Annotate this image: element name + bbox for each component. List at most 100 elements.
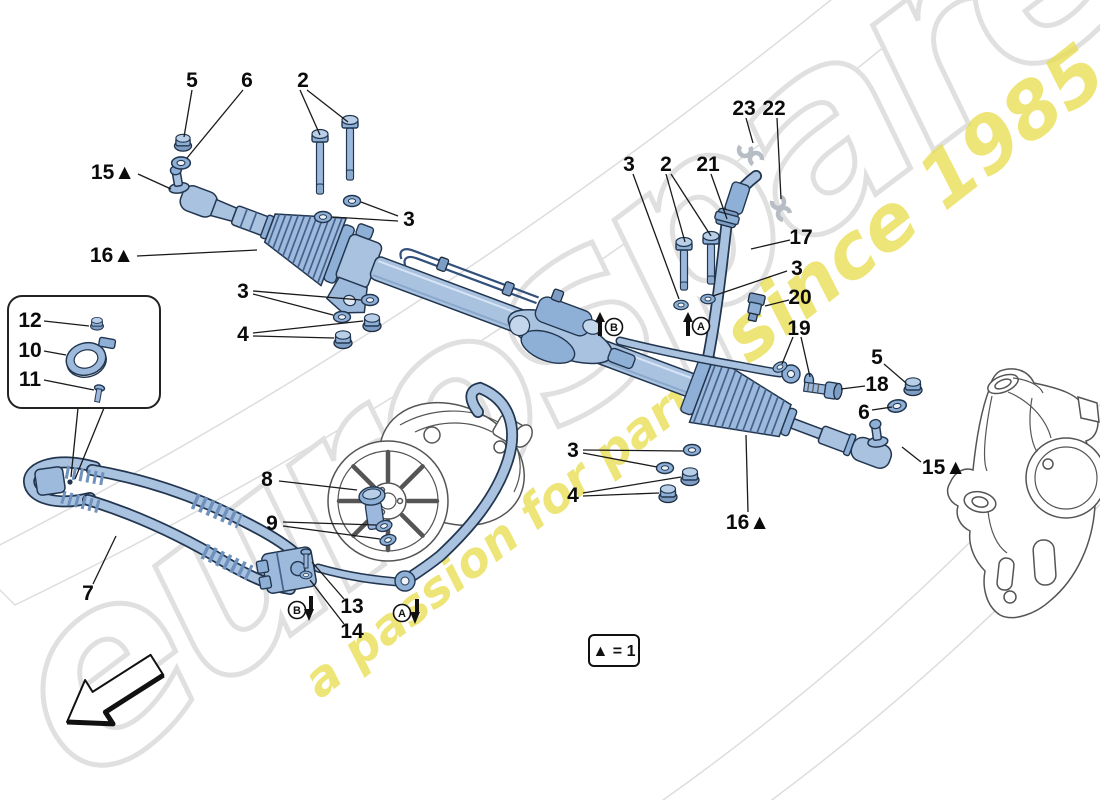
hose-clamp-10 xyxy=(65,336,117,378)
callout-label-4: 4 xyxy=(237,323,249,346)
callout-label-18: 18 xyxy=(865,373,889,396)
legend-box: ▲ = 1 xyxy=(588,634,640,667)
leader-line xyxy=(311,561,345,600)
flow-marker-hose-b: B xyxy=(287,596,314,621)
power-steering-pump xyxy=(327,401,533,562)
leader-line xyxy=(764,299,790,307)
direction-arrow xyxy=(66,653,165,727)
tie-rod-nut-5 xyxy=(903,377,923,397)
clamp-nut-12 xyxy=(90,316,104,331)
callout-label-10: 10 xyxy=(18,339,41,362)
leader-line xyxy=(92,535,117,585)
callout-label-9: 9 xyxy=(266,512,278,535)
callout-label-6: 6 xyxy=(241,69,253,92)
mount-bolt-2 xyxy=(341,114,359,181)
leader-line xyxy=(278,480,358,491)
leader-line xyxy=(710,173,728,220)
callout-label-23: 23 xyxy=(732,97,755,120)
callout-label-3: 3 xyxy=(623,153,635,176)
leader-line xyxy=(745,434,749,513)
leader-line xyxy=(776,117,782,200)
tie-rod-washer-6 xyxy=(885,397,909,415)
leader-line xyxy=(582,476,682,494)
callout-label-5: 5 xyxy=(186,69,198,92)
flange-nut-4 xyxy=(333,330,353,350)
callout-label-4: 4 xyxy=(567,484,579,507)
wheel-knuckle xyxy=(946,368,1100,619)
leader-line xyxy=(43,350,67,356)
sensor-20 xyxy=(747,292,766,322)
callout-label-14: 14 xyxy=(340,620,364,643)
leader-line xyxy=(309,579,345,625)
leader-line xyxy=(582,492,660,497)
leader-line xyxy=(665,173,686,243)
clamp-bolt-11 xyxy=(93,384,106,403)
leader-line xyxy=(43,379,95,391)
leader-line xyxy=(137,173,172,190)
callout-label-13: 13 xyxy=(340,595,363,618)
leader-line xyxy=(306,89,349,123)
callout-label-11: 11 xyxy=(19,368,42,391)
leader-line xyxy=(901,446,922,463)
banjo-union-18 xyxy=(770,359,843,400)
leader-line xyxy=(136,249,258,257)
clamp-mount-point xyxy=(67,479,73,485)
flange-nut-4 xyxy=(362,313,382,333)
leader-line xyxy=(252,335,335,339)
flow-marker-rack-b: B xyxy=(595,312,624,337)
leader-line xyxy=(252,320,364,334)
callout-label-19: 19 xyxy=(787,317,810,340)
banjo-fitting-a xyxy=(394,570,416,592)
leader-line xyxy=(252,293,334,316)
leader-line xyxy=(282,525,381,540)
leader-line xyxy=(871,406,893,411)
leader-line xyxy=(800,336,811,378)
callout-label-6: 6 xyxy=(858,401,870,424)
leader-line xyxy=(883,363,907,384)
leader-line xyxy=(750,239,791,250)
callout-label-17: 17 xyxy=(789,226,812,249)
callout-label-3: 3 xyxy=(237,280,249,303)
callout-label-2: 2 xyxy=(297,69,309,92)
callout-label-16▲: 16▲ xyxy=(90,244,134,267)
svg-text:A: A xyxy=(697,321,705,333)
leader-line xyxy=(282,521,377,526)
union-washer xyxy=(299,570,313,580)
leader-line xyxy=(299,89,321,136)
flow-marker-rack-a: A xyxy=(683,312,711,336)
leader-line xyxy=(186,89,244,159)
leader-line xyxy=(840,385,866,390)
banjo-bolt-18 xyxy=(802,381,843,400)
callout-label-8: 8 xyxy=(261,468,273,491)
leader-line xyxy=(183,89,193,138)
hose-union-block xyxy=(255,546,317,595)
leader-line xyxy=(781,336,794,365)
tie-rod-washer-6 xyxy=(170,156,192,170)
svg-text:B: B xyxy=(610,322,618,334)
leader-line xyxy=(632,173,680,300)
leader-line xyxy=(670,173,712,237)
callout-label-3: 3 xyxy=(403,208,415,231)
svg-text:A: A xyxy=(398,608,406,620)
callout-label-5: 5 xyxy=(871,346,883,369)
callout-label-3: 3 xyxy=(567,439,579,462)
hose-clip-23 xyxy=(736,141,765,168)
flange-nut-4 xyxy=(680,467,700,487)
mount-bolt-2 xyxy=(311,128,329,195)
callout-label-7: 7 xyxy=(82,582,94,605)
callout-label-21: 21 xyxy=(696,153,720,176)
callout-label-22: 22 xyxy=(762,97,785,120)
flow-marker-hose-a: A xyxy=(392,599,420,624)
leader-line xyxy=(745,117,754,144)
callout-label-3: 3 xyxy=(791,257,803,280)
tie-rod-nut-5 xyxy=(173,133,193,152)
callout-label-20: 20 xyxy=(788,286,811,309)
leader-line xyxy=(582,449,684,452)
leader-line xyxy=(331,216,399,222)
leader-line xyxy=(582,452,658,468)
pump-hose xyxy=(400,381,519,586)
